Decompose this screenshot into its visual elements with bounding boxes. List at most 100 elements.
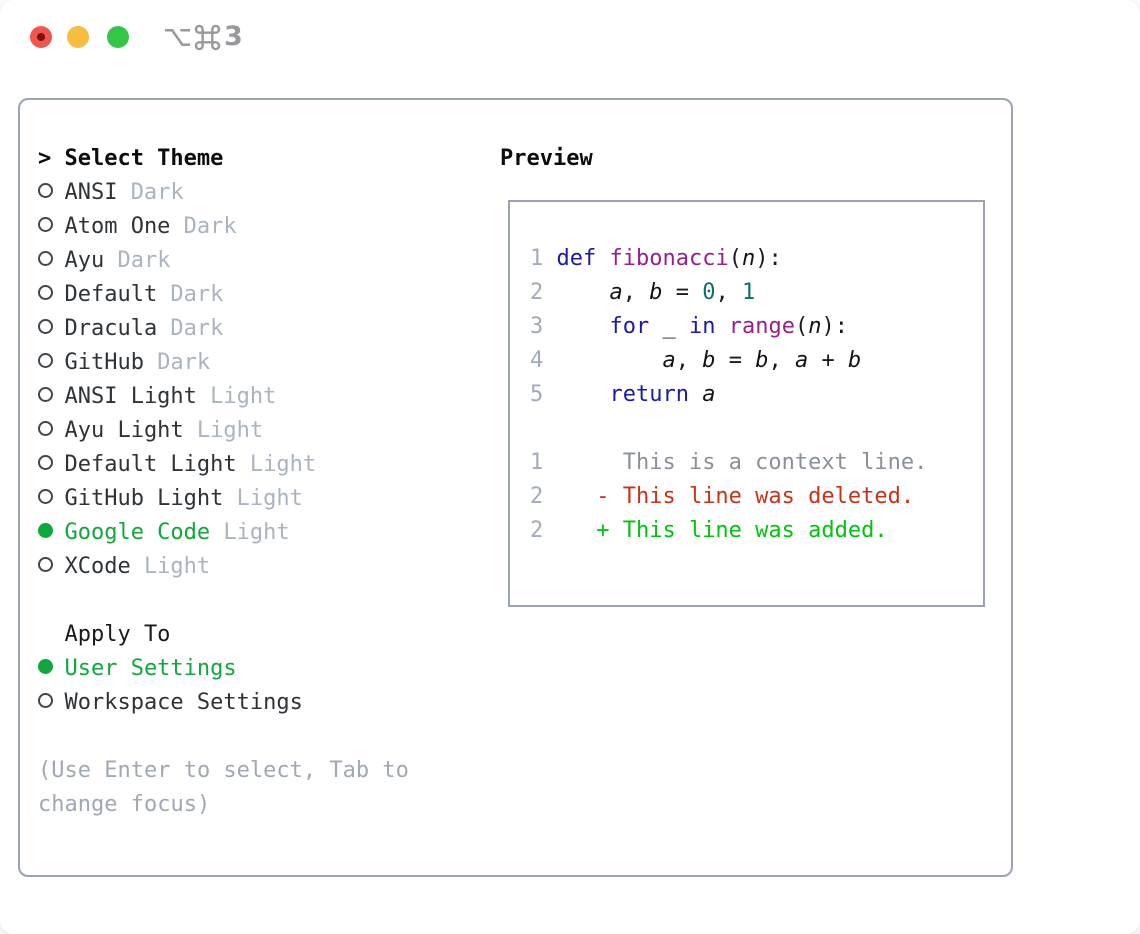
code-line: 1 def fibonacci(n): — [530, 242, 983, 276]
radio-icon — [38, 176, 51, 210]
code-token — [557, 382, 610, 407]
theme-option-ansi-light[interactable]: ANSI Light Light — [38, 380, 470, 414]
theme-variant: Dark — [157, 350, 211, 375]
code-token: a — [609, 280, 623, 305]
theme-name: Default — [64, 282, 158, 307]
spacer — [530, 412, 983, 446]
code-token: b — [847, 348, 862, 373]
code-token — [557, 314, 610, 339]
theme-variant: Light — [249, 452, 317, 477]
radio-icon — [38, 414, 51, 448]
prompt-caret-icon: > — [38, 146, 52, 171]
minimize-button[interactable] — [67, 26, 89, 48]
theme-option-github-light[interactable]: GitHub Light Light — [38, 482, 470, 516]
option-key-icon — [164, 28, 191, 46]
theme-name: ANSI Light — [64, 384, 197, 409]
diff-text: + This line was added. — [543, 518, 888, 543]
theme-variant: Light — [223, 520, 290, 545]
apply-option-user-settings[interactable]: User Settings — [38, 652, 470, 686]
code-token: + — [808, 348, 848, 373]
radio-icon — [38, 686, 51, 720]
radio-selected-icon — [38, 516, 51, 550]
radio-icon — [38, 346, 51, 380]
theme-variant: Dark — [130, 180, 184, 205]
diff-line-deleted: 2 - This line was deleted. — [530, 480, 983, 514]
code-token: b — [755, 348, 769, 373]
line-number: 1 — [530, 246, 544, 271]
radio-icon — [38, 448, 51, 482]
code-token: 0 — [702, 280, 716, 305]
code-token: , — [622, 280, 650, 305]
code-token: range — [728, 314, 795, 339]
theme-variant: Light — [143, 554, 211, 579]
theme-name: Dracula — [64, 316, 158, 341]
code-token: ( — [728, 246, 742, 271]
preview-heading: Preview — [500, 146, 593, 171]
apply-option-label: Workspace Settings — [64, 690, 303, 715]
code-token: ): — [821, 314, 848, 339]
line-number: 2 — [530, 484, 544, 509]
theme-variant: Dark — [170, 282, 224, 307]
zoom-button[interactable] — [107, 26, 129, 48]
code-token: n — [808, 314, 822, 339]
radio-icon — [38, 210, 51, 244]
apply-option-workspace-settings[interactable]: Workspace Settings — [38, 686, 470, 720]
theme-option-dracula[interactable]: Dracula Dark — [38, 312, 470, 346]
theme-variant: Dark — [117, 248, 171, 273]
indent-spacer — [38, 618, 51, 652]
spacer — [38, 720, 470, 754]
code-token: fibonacci — [609, 246, 729, 271]
code-token — [557, 348, 663, 373]
radio-icon — [38, 482, 51, 516]
theme-name: XCode — [64, 554, 131, 579]
code-token: , — [715, 280, 742, 305]
code-token — [715, 314, 728, 339]
theme-option-ayu[interactable]: Ayu Dark — [38, 244, 470, 278]
code-line: 2 a, b = 0, 1 — [530, 276, 983, 310]
code-token: in — [688, 314, 716, 339]
diff-text: - This line was deleted. — [543, 484, 915, 509]
theme-variant: Dark — [170, 316, 224, 341]
line-number: 5 — [530, 382, 544, 407]
code-token: , — [675, 348, 703, 373]
radio-icon — [38, 550, 51, 584]
line-number: 4 — [530, 348, 544, 373]
code-token: ): — [755, 246, 782, 271]
code-token: return — [609, 382, 689, 407]
code-token: _ — [649, 314, 689, 339]
theme-variant: Dark — [183, 214, 237, 239]
code-token: a — [702, 382, 716, 407]
apply-to-heading: Apply To — [38, 618, 470, 652]
code-line: 5 return a — [530, 378, 983, 412]
theme-name: Ayu — [64, 248, 105, 273]
radio-icon — [38, 278, 51, 312]
theme-option-atom-one[interactable]: Atom One Dark — [38, 210, 470, 244]
radio-icon — [38, 312, 51, 346]
theme-name: GitHub — [64, 350, 144, 375]
code-token: a — [794, 348, 809, 373]
theme-variant: Light — [236, 486, 303, 511]
theme-option-default[interactable]: Default Dark — [38, 278, 470, 312]
code-token: , — [768, 348, 795, 373]
close-button[interactable] — [30, 26, 52, 48]
theme-option-github[interactable]: GitHub Dark — [38, 346, 470, 380]
code-token: = — [715, 348, 756, 373]
theme-name: Atom One — [64, 214, 171, 239]
theme-name: GitHub Light — [64, 486, 224, 511]
theme-option-xcode[interactable]: XCode Light — [38, 550, 470, 584]
code-token: for — [609, 314, 650, 339]
theme-name: Ayu Light — [64, 418, 184, 443]
hint-text: (Use Enter to select, Tab to change focu… — [38, 758, 409, 817]
code-token: b — [702, 348, 716, 373]
theme-variant: Light — [210, 384, 277, 409]
